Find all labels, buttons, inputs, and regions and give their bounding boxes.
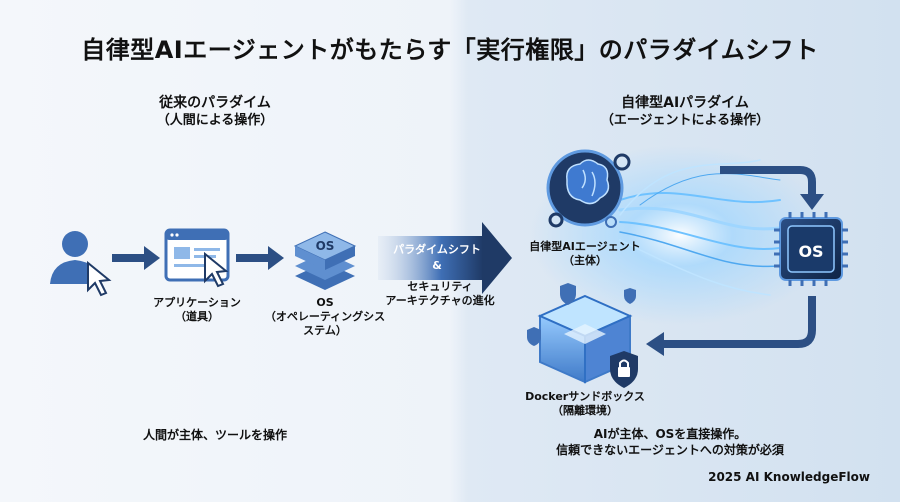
- right-caption: AIが主体、OSを直接操作。 信頼できないエージェントへの対策が必須: [520, 426, 820, 458]
- agent-label-title: 自律型AIエージェント: [529, 240, 641, 253]
- security-line2: アーキテクチャの進化: [385, 294, 495, 307]
- arrow-user-to-app: [112, 246, 160, 270]
- agent-label: 自律型AIエージェント （主体）: [505, 240, 665, 268]
- os-chip-icon: OS: [774, 212, 848, 286]
- application-window-icon: [164, 228, 230, 288]
- ai-brain-icon: [546, 149, 631, 228]
- security-text: セキュリティ アーキテクチャの進化: [370, 280, 510, 308]
- left-heading-sub: （人間による操作）: [156, 113, 274, 128]
- user-icon: [50, 231, 112, 297]
- right-caption-line1: AIが主体、OSを直接操作。: [593, 427, 747, 441]
- shift-arrow-text: パラダイムシフト: [393, 243, 481, 256]
- arrow-top-to-os: [720, 166, 824, 210]
- page-title: 自律型AIエージェントがもたらす「実行権限」のパラダイムシフト: [81, 36, 819, 64]
- lock-shield-icon: [610, 351, 638, 388]
- shield-icon-small: [624, 288, 636, 304]
- right-heading-title: 自律型AIパラダイム: [621, 95, 749, 111]
- arrow-app-to-os: [236, 246, 284, 270]
- shield-icon: [560, 283, 576, 305]
- right-heading: 自律型AIパラダイム （エージェントによる操作）: [570, 94, 800, 130]
- arrow-os-to-docker: [646, 296, 816, 356]
- agent-label-sub: （主体）: [563, 254, 607, 267]
- left-caption: 人間が主体、ツールを操作: [142, 428, 287, 442]
- app-label: アプリケーション （道具）: [132, 296, 262, 324]
- footer-credit: 2025 AI KnowledgeFlow: [708, 470, 870, 484]
- os-label: OS （オペレーティングシス ステム）: [255, 296, 395, 338]
- shield-icon-left: [527, 327, 541, 346]
- security-line1: セキュリティ: [407, 280, 473, 293]
- paradigm-shift-arrow: [378, 222, 512, 294]
- os-stack-text: OS: [316, 239, 335, 253]
- shift-arrow-amp: &: [432, 259, 442, 272]
- right-heading-sub: （エージェントによる操作）: [600, 113, 770, 128]
- data-streams: [618, 159, 782, 296]
- docker-label-title: Dockerサンドボックス: [525, 390, 645, 403]
- left-heading-title: 従来のパラダイム: [159, 95, 271, 111]
- app-label-sub: （道具）: [175, 310, 219, 323]
- os-chip-text: OS: [798, 242, 823, 261]
- docker-sandbox-cube-icon: [537, 294, 633, 384]
- right-caption-line2: 信頼できないエージェントへの対策が必須: [556, 443, 784, 457]
- app-label-title: アプリケーション: [153, 296, 241, 309]
- docker-label-sub: （隔離環境）: [552, 404, 618, 417]
- left-heading: 従来のパラダイム （人間による操作）: [110, 94, 320, 130]
- docker-label: Dockerサンドボックス （隔離環境）: [510, 390, 660, 418]
- os-label-sub2: ステム）: [303, 324, 347, 337]
- os-stack-icon: OS: [293, 231, 357, 290]
- os-label-sub: （オペレーティングシス: [264, 310, 386, 323]
- os-label-title: OS: [316, 296, 334, 309]
